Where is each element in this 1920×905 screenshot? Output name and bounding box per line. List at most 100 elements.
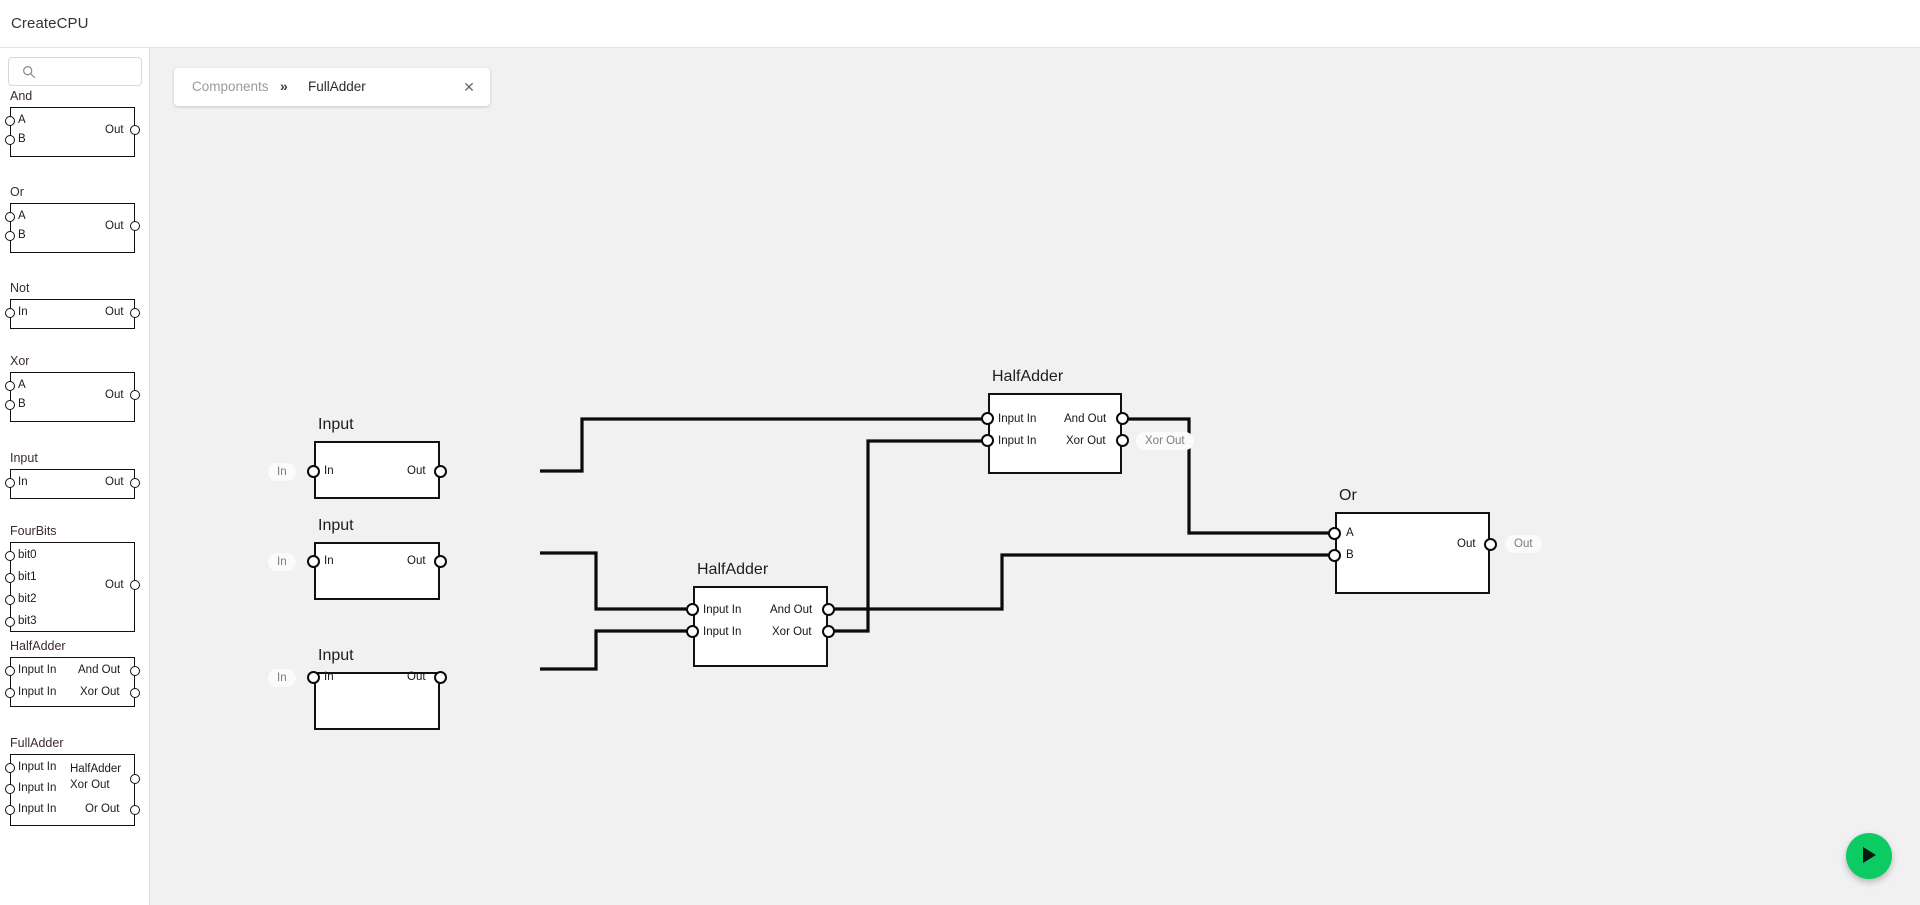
palette-box bbox=[10, 203, 135, 253]
palette-box bbox=[10, 469, 135, 499]
node-port-in-1[interactable] bbox=[981, 412, 994, 425]
palette-port-in-2[interactable] bbox=[5, 688, 15, 698]
palette-item-label: Xor bbox=[10, 354, 30, 368]
node-body[interactable] bbox=[314, 542, 440, 600]
node-port-xor-out[interactable] bbox=[1116, 434, 1129, 447]
run-simulation-button[interactable] bbox=[1846, 833, 1892, 879]
palette-port-halfadder-xor-out[interactable] bbox=[130, 774, 140, 784]
palette-port-out[interactable] bbox=[130, 478, 140, 488]
palette-port-in[interactable] bbox=[5, 308, 15, 318]
palette-port-in-1[interactable] bbox=[5, 666, 15, 676]
palette-item-label: FullAdder bbox=[10, 736, 64, 750]
wire-layer bbox=[540, 417, 1335, 671]
node-port-label: Out bbox=[1457, 538, 1476, 550]
node-port-label: A bbox=[1346, 527, 1354, 539]
palette-port-out[interactable] bbox=[130, 221, 140, 231]
palette-port-label: Or Out bbox=[85, 803, 120, 815]
palette-box bbox=[10, 657, 135, 707]
palette-port-label: Out bbox=[105, 220, 124, 232]
palette-port-label: A bbox=[18, 210, 26, 222]
palette-port-label: B bbox=[18, 229, 26, 241]
palette-item-label: Input bbox=[10, 451, 38, 465]
search-box[interactable] bbox=[8, 57, 142, 86]
node-port-in[interactable] bbox=[307, 465, 320, 478]
palette-port-label: Input In bbox=[18, 664, 57, 676]
palette-port-out[interactable] bbox=[130, 580, 140, 590]
app-header: CreateCPU bbox=[0, 0, 1920, 48]
palette-port-bit0[interactable] bbox=[5, 551, 15, 561]
node-body[interactable] bbox=[988, 393, 1122, 474]
palette-port-in-b[interactable] bbox=[5, 135, 15, 145]
node-port-in-a[interactable] bbox=[1328, 527, 1341, 540]
search-icon bbox=[23, 66, 36, 79]
palette-port-and-out[interactable] bbox=[130, 666, 140, 676]
palette-port-xor-out[interactable] bbox=[130, 688, 140, 698]
palette-port-label: Out bbox=[105, 306, 124, 318]
palette-port-in-a[interactable] bbox=[5, 116, 15, 126]
node-port-label: In bbox=[324, 555, 334, 567]
palette-item-label: HalfAdder bbox=[10, 639, 66, 653]
node-port-and-out[interactable] bbox=[1116, 412, 1129, 425]
node-port-label: And Out bbox=[1064, 413, 1107, 425]
palette-port-in-a[interactable] bbox=[5, 381, 15, 391]
palette-port-label: And Out bbox=[78, 664, 121, 676]
search-input[interactable] bbox=[41, 58, 137, 85]
breadcrumb-root[interactable]: Components bbox=[192, 79, 269, 94]
node-port-xor-out[interactable] bbox=[822, 625, 835, 638]
node-badge-xor-out: Xor Out bbox=[1136, 432, 1194, 450]
palette-port-out[interactable] bbox=[130, 125, 140, 135]
node-body[interactable] bbox=[1335, 512, 1490, 594]
palette-port-bit1[interactable] bbox=[5, 573, 15, 583]
palette-port-in-b[interactable] bbox=[5, 400, 15, 410]
wire bbox=[1122, 417, 1335, 535]
node-badge-out: Out bbox=[1505, 535, 1542, 553]
palette-item-label: Or bbox=[10, 185, 24, 199]
palette-port-label: bit2 bbox=[18, 593, 37, 605]
palette-port-in-1[interactable] bbox=[5, 763, 15, 773]
palette-port-in-2[interactable] bbox=[5, 784, 15, 794]
palette-port-label: B bbox=[18, 133, 26, 145]
palette-port-bit2[interactable] bbox=[5, 595, 15, 605]
play-icon bbox=[1863, 847, 1876, 863]
palette-box bbox=[10, 754, 135, 826]
node-port-in-2[interactable] bbox=[686, 625, 699, 638]
node-port-in-2[interactable] bbox=[981, 434, 994, 447]
close-icon[interactable]: ✕ bbox=[463, 79, 475, 95]
node-port-in[interactable] bbox=[307, 555, 320, 568]
palette-port-label: bit1 bbox=[18, 571, 37, 583]
palette-port-label: In bbox=[18, 476, 28, 488]
node-badge-in: In bbox=[268, 669, 296, 687]
palette-port-in[interactable] bbox=[5, 478, 15, 488]
palette-port-or-out[interactable] bbox=[130, 805, 140, 815]
node-port-in-b[interactable] bbox=[1328, 549, 1341, 562]
node-port-label: B bbox=[1346, 549, 1354, 561]
palette-port-label: Input In bbox=[18, 686, 57, 698]
palette-port-label: Input In bbox=[18, 761, 57, 773]
node-port-label: Input In bbox=[998, 435, 1037, 447]
node-title: HalfAdder bbox=[697, 561, 769, 578]
palette-box bbox=[10, 372, 135, 422]
node-port-in-1[interactable] bbox=[686, 603, 699, 616]
node-port-out[interactable] bbox=[434, 555, 447, 568]
circuit-canvas[interactable]: Components » FullAdder ✕ Input In In Out bbox=[150, 48, 1920, 905]
node-port-out[interactable] bbox=[434, 671, 447, 684]
wire bbox=[540, 551, 693, 611]
palette-port-bit3[interactable] bbox=[5, 617, 15, 627]
node-port-label: In bbox=[324, 465, 334, 477]
node-port-out[interactable] bbox=[1484, 538, 1497, 551]
node-port-and-out[interactable] bbox=[822, 603, 835, 616]
palette-port-label: bit3 bbox=[18, 615, 37, 627]
node-body[interactable] bbox=[314, 672, 440, 730]
node-port-label: Input In bbox=[998, 413, 1037, 425]
node-port-in[interactable] bbox=[307, 671, 320, 684]
palette-port-out[interactable] bbox=[130, 308, 140, 318]
breadcrumb-tab[interactable]: Components » FullAdder ✕ bbox=[174, 68, 490, 106]
palette-port-in-a[interactable] bbox=[5, 212, 15, 222]
palette-port-label: Input In bbox=[18, 782, 57, 794]
palette-port-label: bit0 bbox=[18, 549, 37, 561]
component-palette-sidebar: And A B Out Or A B Out Not In Out Xor A … bbox=[0, 48, 150, 905]
palette-port-out[interactable] bbox=[130, 390, 140, 400]
node-port-out[interactable] bbox=[434, 465, 447, 478]
palette-port-in-3[interactable] bbox=[5, 805, 15, 815]
palette-port-in-b[interactable] bbox=[5, 231, 15, 241]
